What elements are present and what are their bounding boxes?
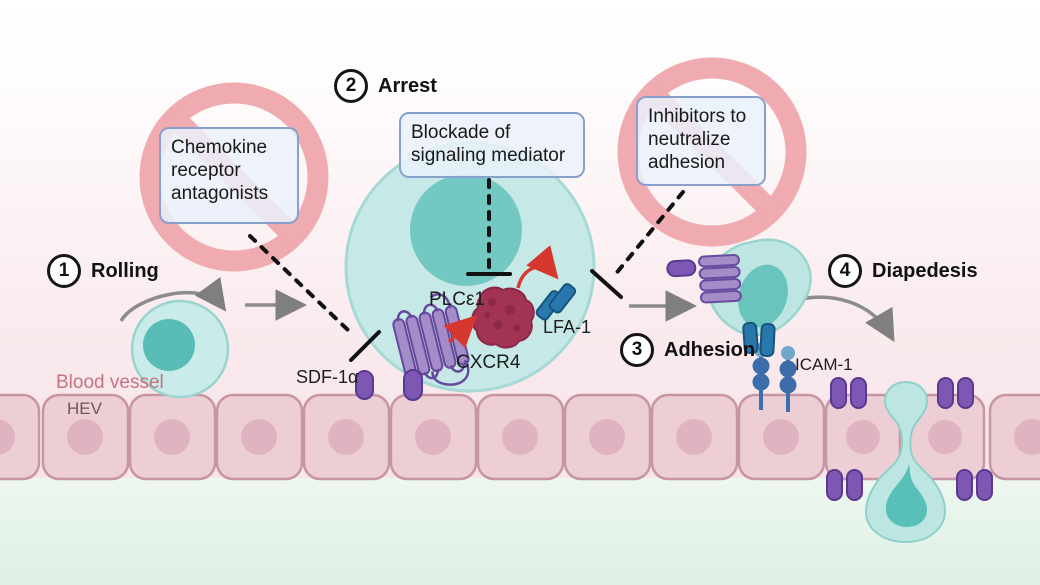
plce1-protein-icon bbox=[471, 286, 535, 349]
cxcr4-label: CXCR4 bbox=[456, 352, 521, 373]
rolling-arrow-icon bbox=[119, 276, 227, 322]
sdf1a-ligand-icon bbox=[403, 369, 423, 401]
inhibition-line-right-icon bbox=[590, 190, 685, 299]
sdf1a-ligand-icon bbox=[355, 370, 374, 400]
signal-arrow-red-curved-icon bbox=[516, 245, 559, 289]
lfa1-label: LFA-1 bbox=[543, 317, 592, 337]
inhibitor-box-chemokine: Chemokine receptor antagonists bbox=[159, 127, 299, 224]
step-3-adhesion: 3 Adhesion bbox=[620, 333, 755, 367]
arrow-diapedesis-icon bbox=[791, 295, 895, 343]
step-2-arrest: 2 Arrest bbox=[334, 69, 437, 103]
step-4-label: Diapedesis bbox=[872, 259, 978, 282]
endothelium-nuclei bbox=[0, 419, 1040, 455]
tissue-background bbox=[0, 478, 1040, 585]
step-4-number-badge: 4 bbox=[828, 254, 862, 288]
rolling-cell bbox=[130, 299, 230, 399]
step-1-number-badge: 1 bbox=[47, 254, 81, 288]
inhibitor-box-blockade: Blockade of signaling mediator bbox=[399, 112, 585, 178]
lfa1-bound-icon bbox=[742, 321, 776, 358]
step-3-label: Adhesion bbox=[664, 338, 756, 361]
step-4-diapedesis: 4 Diapedesis bbox=[828, 254, 978, 288]
step-1-rolling: 1 Rolling bbox=[47, 254, 159, 288]
step-2-number-badge: 2 bbox=[334, 69, 368, 103]
step-3-number-badge: 3 bbox=[620, 333, 654, 367]
sdf1a-label: SDF-1α bbox=[296, 367, 359, 387]
step-2-label: Arrest bbox=[378, 74, 437, 97]
inhibitor-box-adhesion: Inhibitors to neutralize adhesion bbox=[636, 96, 766, 186]
step-1-label: Rolling bbox=[91, 259, 159, 282]
cxcr4-bound-receptor-icon bbox=[666, 253, 742, 304]
lfa1-integrin-icon bbox=[535, 283, 577, 321]
hev-label: HEV bbox=[67, 399, 102, 418]
blood-vessel-label: Blood vessel bbox=[56, 372, 164, 393]
icam1-label: ICAM-1 bbox=[795, 355, 853, 374]
inhibition-line-left-icon bbox=[248, 234, 381, 362]
signal-arrow-red-icon bbox=[443, 315, 478, 349]
junction-molecules-icon bbox=[826, 377, 993, 501]
inhibition-line-center-icon bbox=[466, 178, 512, 276]
plce1-label: PLCε1 bbox=[429, 289, 485, 310]
diapedesis-cell bbox=[864, 380, 947, 544]
